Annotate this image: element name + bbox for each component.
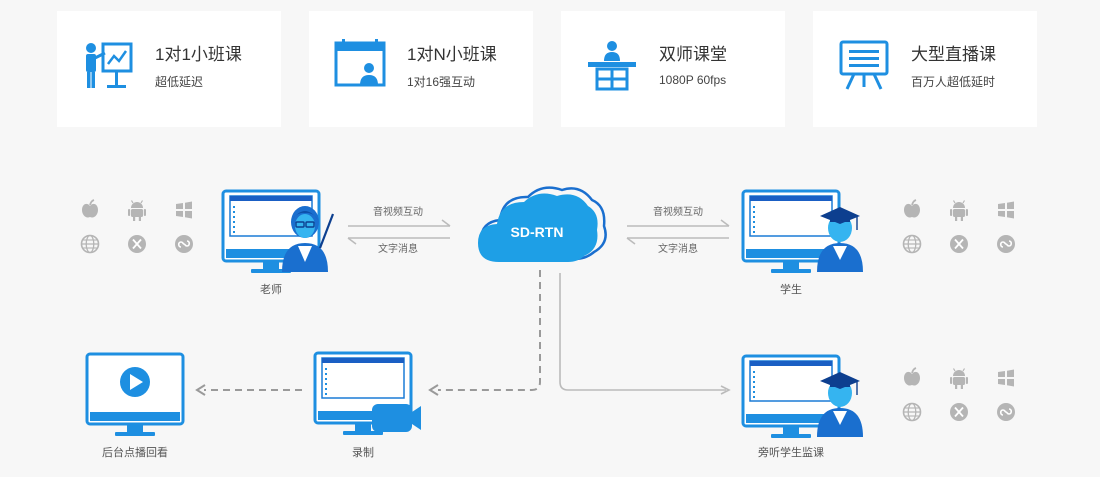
recording-node [313, 351, 421, 437]
audit-label: 旁听学生监课 [758, 445, 824, 459]
feature-card-1v1: 1对1小班课 超低延迟 [57, 11, 281, 127]
playback-label: 后台点播回看 [102, 445, 168, 459]
apple-icon [903, 367, 921, 387]
macos-icon [949, 234, 969, 254]
card-subtitle: 超低延迟 [155, 75, 204, 89]
card-subtitle: 百万人超低延时 [911, 75, 996, 89]
apple-icon [81, 199, 99, 219]
web-browser-icon [902, 234, 922, 254]
flow-audit [559, 273, 726, 391]
teacher-node [221, 189, 335, 275]
student-avatar-icon [817, 207, 863, 272]
feature-card-1vn: 1对N小班课 1对16强互动 [309, 11, 533, 127]
dashed-flow-recording [438, 270, 541, 391]
podium-lecturer-icon [588, 41, 636, 91]
card-title: 1对1小班课 [155, 45, 242, 64]
recording-label: 录制 [352, 446, 374, 459]
macos-icon [127, 234, 147, 254]
teacher-presentation-icon [86, 42, 133, 88]
student-node [741, 189, 863, 275]
teacher-label: 老师 [260, 283, 282, 296]
platform-icons-audit [902, 367, 1016, 422]
web-browser-icon [80, 234, 100, 254]
windows-icon [998, 369, 1014, 387]
two-way-arrow-left [347, 219, 451, 245]
video-camera-icon [372, 404, 421, 432]
arrow-label-av-left: 音视频互动 [373, 205, 423, 218]
arrowhead-audit [720, 385, 731, 395]
macos-icon [949, 402, 969, 422]
card-subtitle: 1对16强互动 [407, 75, 476, 89]
web-browser-icon [902, 402, 922, 422]
feature-card-dual-teacher: 双师课堂 1080P 60fps [561, 11, 785, 127]
teacher-avatar-icon [282, 206, 335, 272]
mini-program-icon [996, 234, 1016, 254]
card-title: 1对N小班课 [407, 45, 497, 64]
student-label: 学生 [780, 282, 802, 296]
card-title: 双师课堂 [659, 45, 727, 64]
audit-student-avatar-icon [817, 372, 863, 437]
android-icon [127, 199, 147, 222]
two-way-arrow-right [626, 219, 730, 245]
feature-card-live-class: 大型直播课 百万人超低延时 [813, 11, 1037, 127]
mini-program-icon [996, 402, 1016, 422]
dashed-arrowhead-playback [195, 384, 206, 396]
apple-icon [903, 199, 921, 219]
sd-rtn-label: SD-RTN [511, 224, 564, 240]
platform-icons-student [902, 199, 1016, 254]
card-title: 大型直播课 [911, 45, 996, 64]
arrow-label-text-left: 文字消息 [378, 242, 418, 255]
platform-icons-teacher [80, 199, 194, 254]
arrow-label-text-right: 文字消息 [658, 242, 698, 255]
audit-student-node [741, 354, 863, 440]
android-icon [949, 367, 969, 390]
windows-icon [998, 201, 1014, 219]
arrow-label-av-right: 音视频互动 [653, 205, 703, 218]
android-icon [949, 199, 969, 222]
dashed-arrowhead-recording [428, 384, 439, 396]
mini-program-icon [174, 234, 194, 254]
large-screen-board-icon [839, 40, 889, 90]
playback-node [85, 352, 185, 436]
card-subtitle: 1080P 60fps [659, 73, 727, 87]
online-class-window-icon [334, 39, 386, 87]
sd-rtn-cloud-icon [478, 186, 607, 262]
windows-icon [176, 201, 192, 219]
